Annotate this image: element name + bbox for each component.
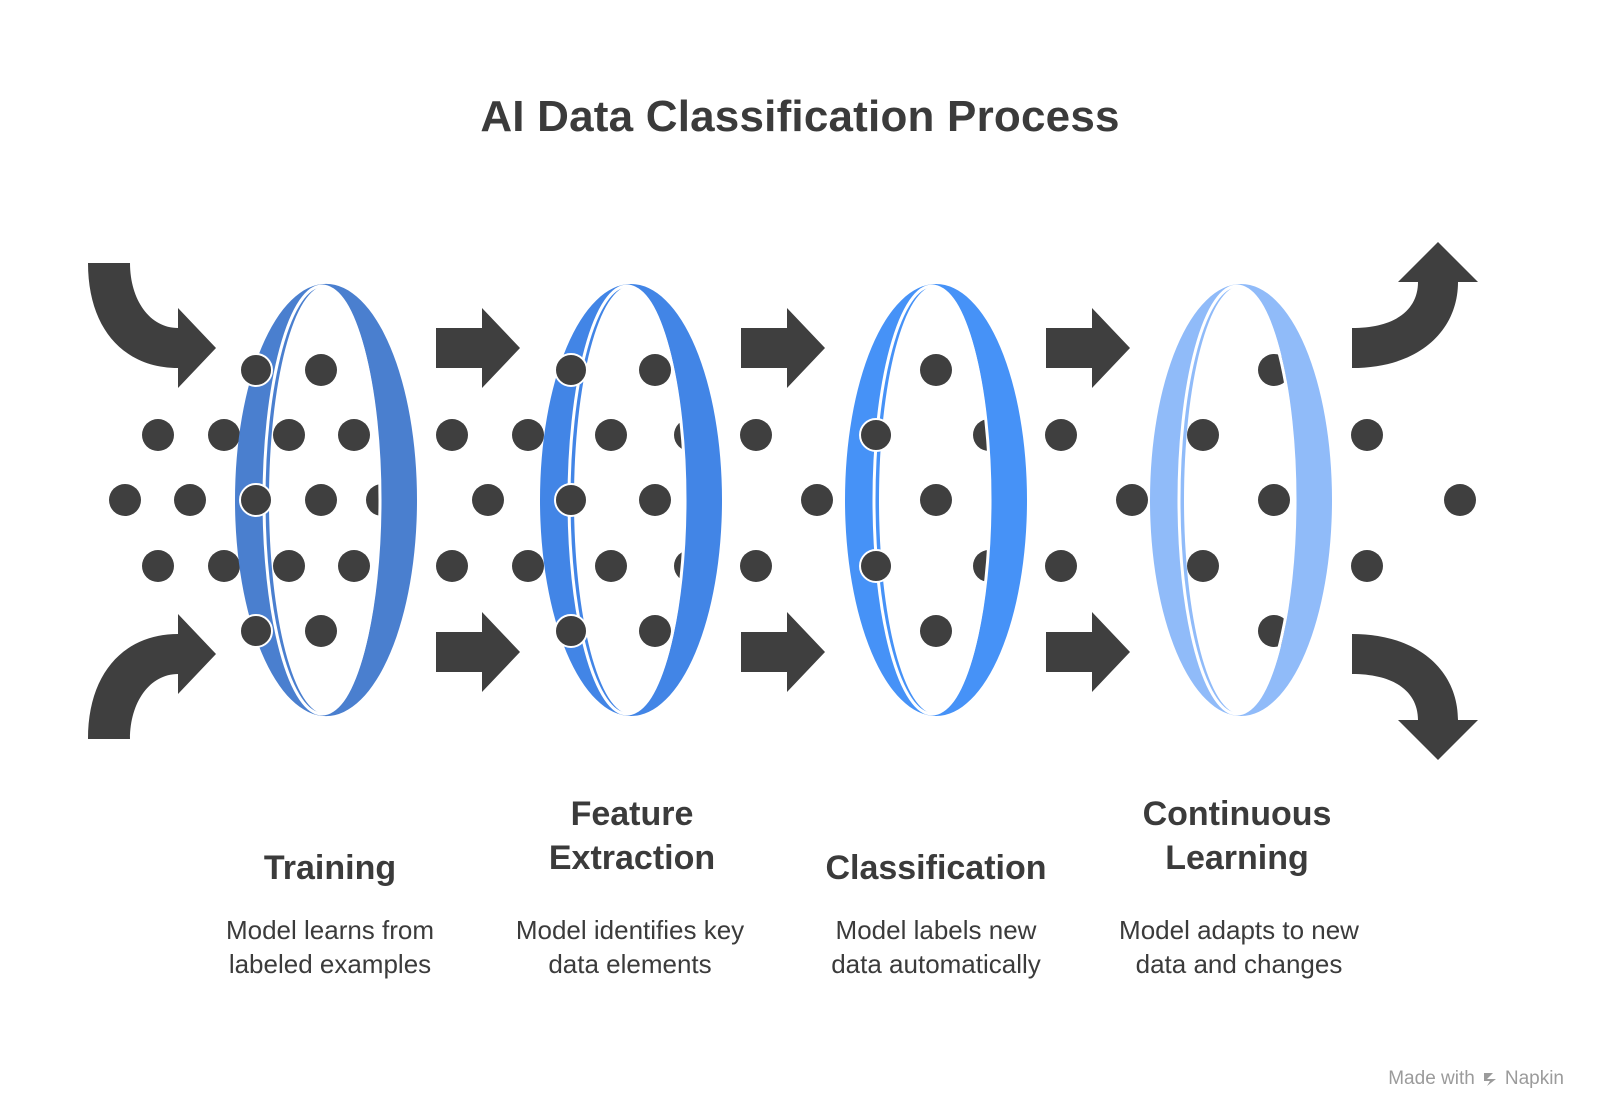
data-point xyxy=(595,550,627,582)
data-point xyxy=(305,354,337,386)
data-point xyxy=(512,550,544,582)
data-point xyxy=(740,550,772,582)
data-point xyxy=(1045,419,1077,451)
footer-brand: Napkin xyxy=(1504,1068,1564,1089)
stage-description-training: Model learns from labeled examples xyxy=(160,913,500,981)
data-point xyxy=(338,550,370,582)
footer-prefix: Made with xyxy=(1388,1068,1475,1089)
stage-description-line: labeled examples xyxy=(228,949,432,979)
data-point xyxy=(595,419,627,451)
data-point xyxy=(208,419,240,451)
data-point xyxy=(273,419,305,451)
stage-heading-line: Training xyxy=(263,849,397,887)
data-point xyxy=(109,484,141,516)
data-point xyxy=(436,550,468,582)
data-point xyxy=(920,354,952,386)
data-point xyxy=(1444,484,1476,516)
data-point xyxy=(305,615,337,647)
stage-ring xyxy=(1150,284,1332,716)
data-point xyxy=(1116,484,1148,516)
data-point xyxy=(1258,484,1290,516)
data-point xyxy=(472,484,504,516)
data-point xyxy=(639,354,671,386)
data-point xyxy=(273,550,305,582)
stage-heading-line: Continuous xyxy=(1142,795,1332,833)
stage-description-feature-extraction: Model identifies key data elements xyxy=(460,913,800,981)
data-point xyxy=(1351,419,1383,451)
data-point xyxy=(239,353,273,387)
flow-arrow-icon xyxy=(1046,612,1130,692)
data-point xyxy=(1351,550,1383,582)
data-point xyxy=(801,484,833,516)
data-point xyxy=(239,483,273,517)
data-point xyxy=(554,614,588,648)
data-point xyxy=(859,418,893,452)
stage-description-line: data automatically xyxy=(831,949,1041,979)
curved-output-arrow-icon xyxy=(1352,634,1478,760)
curved-input-arrow-icon xyxy=(88,614,216,739)
stage-heading-line: Classification xyxy=(825,849,1047,887)
stage-heading-continuous-learning: Continuous Learning xyxy=(1067,792,1407,880)
data-point xyxy=(142,419,174,451)
stage-heading-line: Extraction xyxy=(548,839,716,877)
stage-heading-line: Feature xyxy=(570,795,694,833)
data-point xyxy=(1187,419,1219,451)
flow-arrow-icon xyxy=(741,612,825,692)
stage-heading-line: Learning xyxy=(1165,839,1309,877)
diagram-title: AI Data Classification Process xyxy=(480,92,1120,141)
data-point xyxy=(142,550,174,582)
flow-arrow-icon xyxy=(436,308,520,388)
stage-description-line: Model adapts to new xyxy=(1119,915,1359,945)
data-point xyxy=(920,615,952,647)
stage-description-line: Model identifies key xyxy=(515,915,745,945)
stage-heading-training: Training xyxy=(160,846,500,890)
stage-heading-feature-extraction: Feature Extraction xyxy=(462,792,802,880)
flow-arrow-icon xyxy=(436,612,520,692)
stage-heading-classification: Classification xyxy=(766,846,1106,890)
footer-attribution: Made with Napkin xyxy=(1388,1068,1564,1090)
stage-rings xyxy=(234,283,1332,717)
data-point xyxy=(554,353,588,387)
stage-description-line: data elements xyxy=(548,949,712,979)
data-point xyxy=(208,550,240,582)
data-point xyxy=(338,419,370,451)
data-point xyxy=(305,484,337,516)
data-point xyxy=(639,484,671,516)
stage-description-line: data and changes xyxy=(1135,949,1343,979)
data-point xyxy=(436,419,468,451)
data-point xyxy=(554,483,588,517)
data-point xyxy=(174,484,206,516)
data-point xyxy=(1187,550,1219,582)
napkin-logo-icon xyxy=(1483,1073,1496,1086)
flow-arrow-icon xyxy=(1046,308,1130,388)
curved-output-arrow-icon xyxy=(1352,242,1478,368)
stage-description-classification: Model labels new data automatically xyxy=(766,913,1106,981)
stage-ring-highlight xyxy=(1177,284,1297,716)
stage-ring-highlight xyxy=(872,284,992,716)
data-point xyxy=(859,549,893,583)
stage-description-line: Model labels new xyxy=(835,915,1037,945)
data-point xyxy=(639,615,671,647)
flow-arrow-icon xyxy=(741,308,825,388)
data-point xyxy=(239,614,273,648)
flow-arrows xyxy=(88,242,1478,760)
data-points xyxy=(109,354,1476,647)
data-point xyxy=(512,419,544,451)
stage-description-line: Model learns from xyxy=(225,915,435,945)
data-point xyxy=(920,484,952,516)
curved-input-arrow-icon xyxy=(88,263,216,388)
data-point xyxy=(1045,550,1077,582)
data-point xyxy=(740,419,772,451)
stage-description-continuous-learning: Model adapts to new data and changes xyxy=(1069,913,1409,981)
